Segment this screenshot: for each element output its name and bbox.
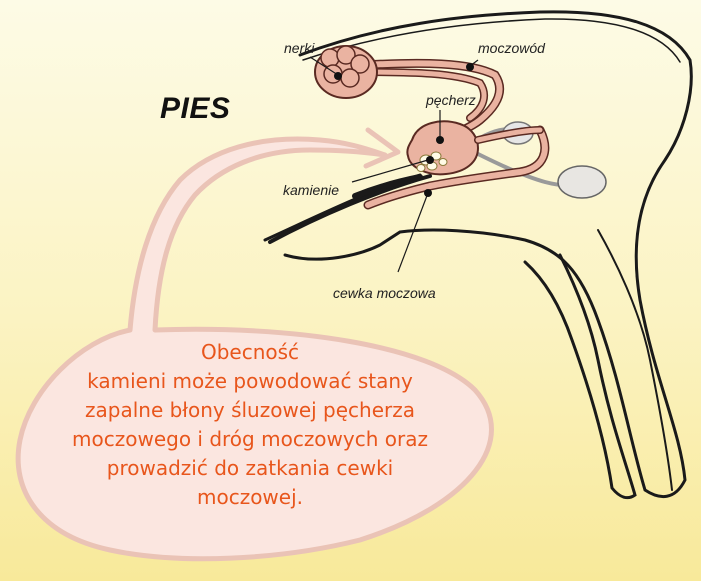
testis bbox=[558, 166, 606, 198]
label-kamienie: kamienie bbox=[283, 182, 339, 198]
bubble-line: moczowego i dróg moczowych oraz bbox=[30, 425, 470, 454]
kidneys bbox=[315, 46, 377, 98]
bubble-line: prowadzić do zatkania cewki bbox=[30, 454, 470, 483]
dog-leg-outline bbox=[525, 255, 635, 498]
marker-dot-pecherz bbox=[436, 136, 444, 144]
marker-dot-cewka bbox=[424, 189, 432, 197]
marker-dot-nerki bbox=[334, 72, 342, 80]
bubble-line: Obecność bbox=[30, 338, 470, 367]
label-pecherz: pęcherz bbox=[426, 92, 476, 108]
bubble-text: Obecność kamieni może powodować stany za… bbox=[30, 338, 470, 512]
diagram-title: PIES bbox=[160, 92, 230, 126]
bubble-line: moczowej. bbox=[30, 483, 470, 512]
label-cewka-moczowa: cewka moczowa bbox=[333, 285, 436, 301]
marker-dot-moczowod bbox=[466, 63, 474, 71]
bubble-line: zapalne błony śluzowej pęcherza bbox=[30, 396, 470, 425]
marker-dot-kamienie bbox=[426, 156, 434, 164]
label-nerki: nerki bbox=[284, 40, 314, 56]
bubble-line: kamieni może powodować stany bbox=[30, 367, 470, 396]
label-moczowod: moczowód bbox=[478, 40, 545, 56]
